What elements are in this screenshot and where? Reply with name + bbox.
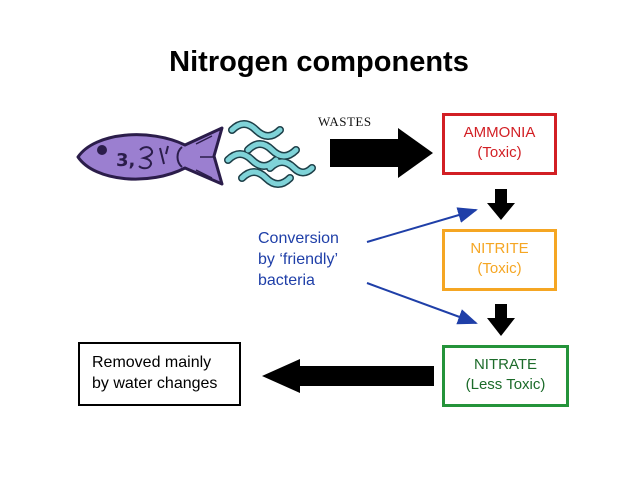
svg-text:3,: 3, — [116, 150, 135, 171]
nitrate-box: NITRATE (Less Toxic) — [442, 345, 569, 407]
nitrate-toxicity: (Less Toxic) — [465, 376, 546, 393]
conversion-arrow-lower — [366, 282, 478, 325]
removed-line1: Removed mainly — [92, 354, 212, 371]
conversion-line1: Conversion — [258, 230, 339, 247]
wastes-label: WASTES — [318, 114, 372, 129]
removed-box: Removed mainly by water changes — [78, 342, 241, 406]
conversion-line2: by ‘friendly’ — [258, 251, 339, 268]
diagram-title: Nitrogen components — [169, 46, 469, 78]
ammonia-toxicity: (Toxic) — [477, 144, 522, 161]
nitrite-box: NITRITE (Toxic) — [442, 229, 557, 291]
fish-illustration: 3, — [76, 126, 224, 186]
nitrate-to-removed-arrow — [262, 359, 434, 393]
nitrite-name: NITRITE — [470, 240, 529, 257]
ammonia-box: AMMONIA (Toxic) — [442, 113, 557, 175]
removed-line2: by water changes — [92, 375, 218, 392]
waste-squiggles-icon — [224, 120, 316, 188]
nitrate-name: NITRATE — [473, 356, 538, 373]
conversion-label: Conversion by ‘friendly’ bacteria — [258, 228, 339, 291]
ammonia-name: AMMONIA — [463, 124, 536, 141]
conversion-line3: bacteria — [258, 272, 315, 289]
nitrite-toxicity: (Toxic) — [477, 260, 522, 277]
wastes-arrow — [330, 128, 433, 178]
ammonia-to-nitrite-arrow — [487, 189, 515, 220]
conversion-arrow-upper — [366, 207, 478, 243]
nitrite-to-nitrate-arrow — [487, 304, 515, 336]
